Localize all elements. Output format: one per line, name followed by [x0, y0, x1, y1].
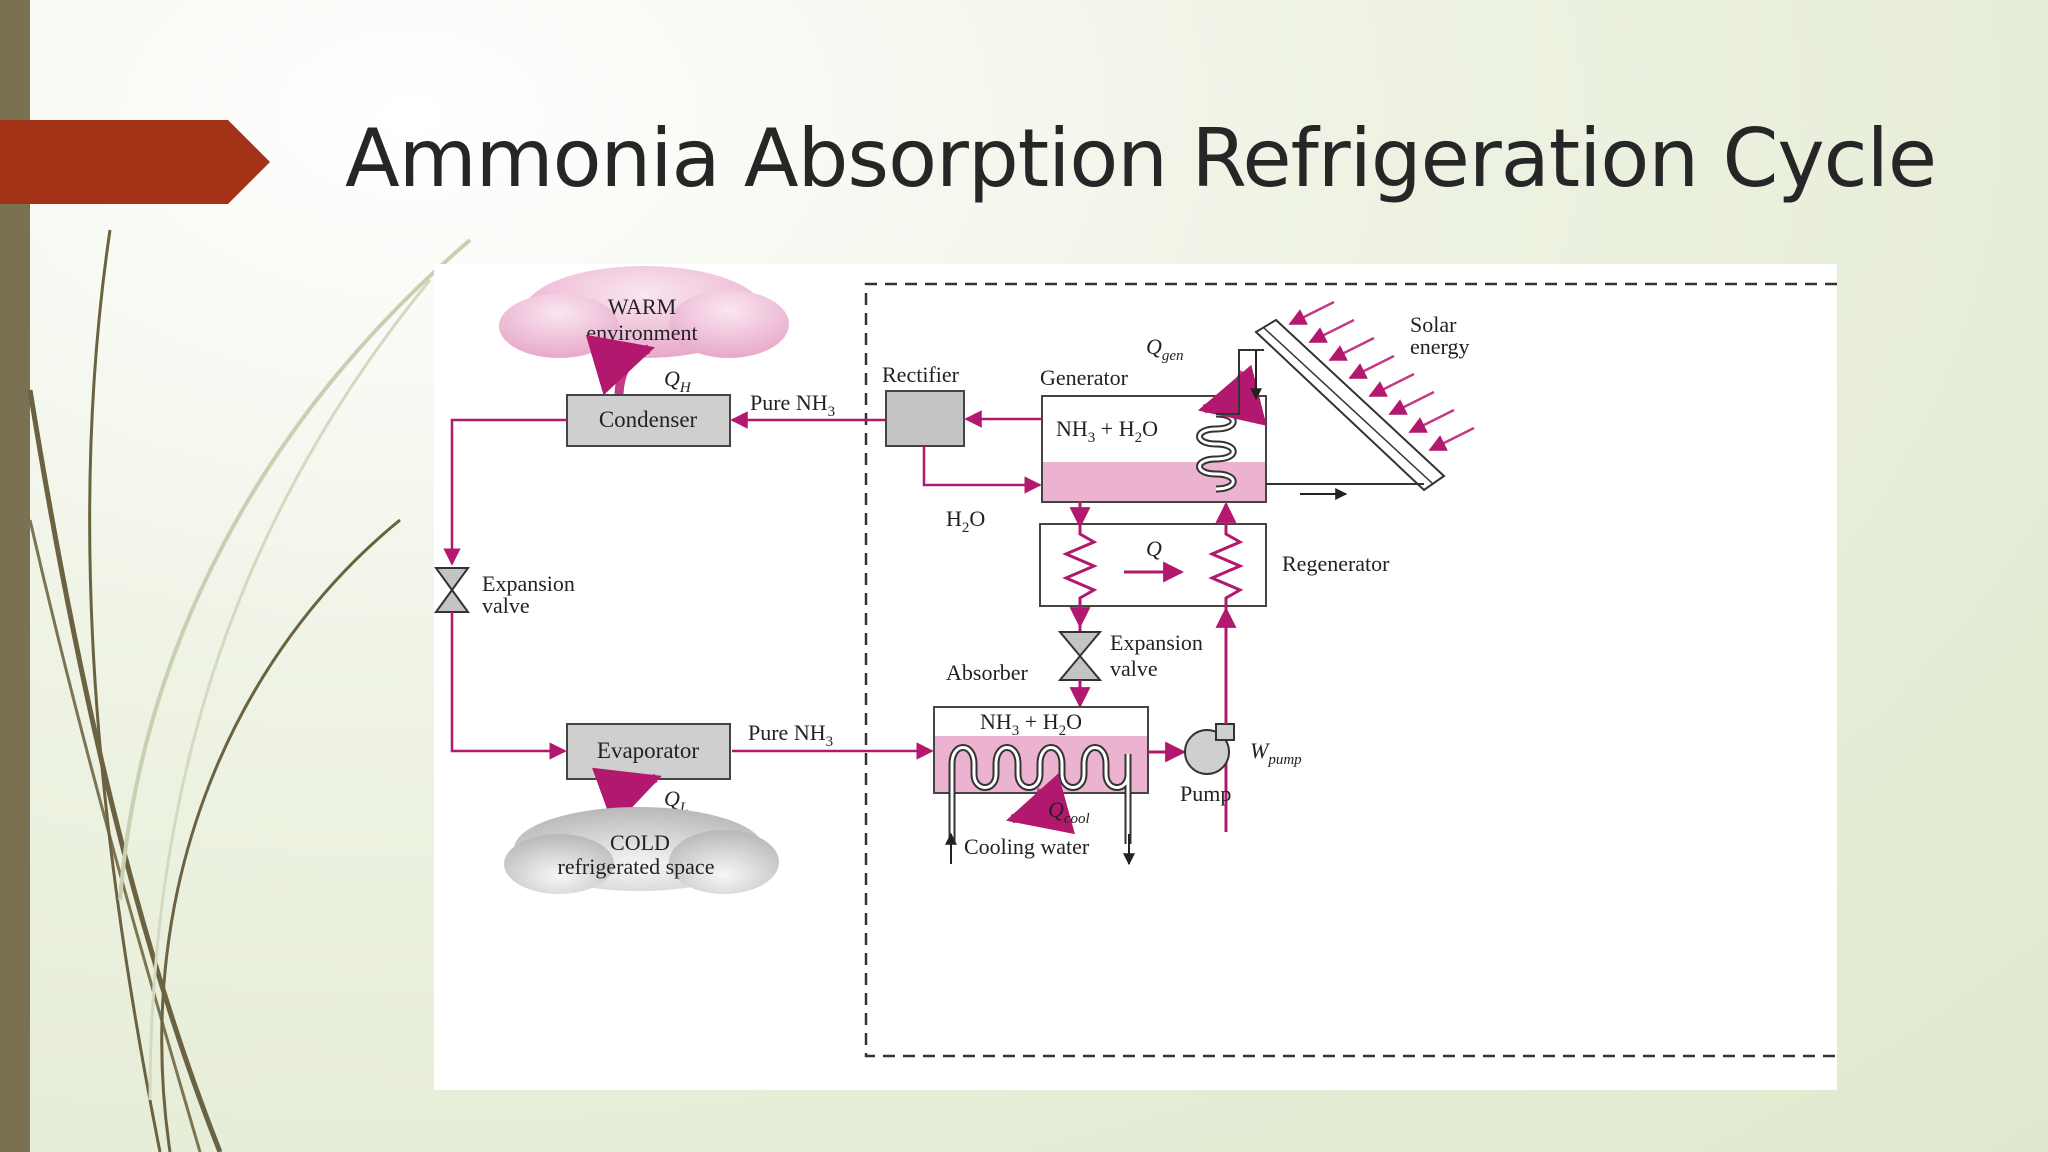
absorption-cycle-diagram: WARM environment QH Condenser Pure NH3 R… — [434, 264, 1837, 1090]
qgen-label: Qgen — [1146, 334, 1184, 364]
absorber-mix-label: NH3 + H2O — [980, 709, 1082, 739]
expansion-valve-right-bottom — [1057, 654, 1103, 681]
pure-nh3-bottom-label: Pure NH3 — [748, 720, 833, 750]
environment-label: environment — [586, 320, 697, 345]
valve-left-label: valve — [482, 593, 530, 618]
regen-cold-coil — [1208, 504, 1244, 832]
expansion-right-label: Expansion — [1110, 630, 1203, 655]
expansion-valve-right-top — [1057, 631, 1103, 658]
cold-space-cloud: COLD refrigerated space — [504, 807, 779, 894]
generator-label: Generator — [1040, 365, 1129, 390]
rectifier-box — [885, 390, 965, 447]
regenerator-label: Regenerator — [1282, 551, 1390, 576]
regen-hot-coil — [1062, 502, 1098, 644]
expansion-valve-left-top — [434, 567, 470, 592]
condenser-to-valve-flow — [443, 418, 567, 566]
solar-rays — [1288, 300, 1475, 452]
cooling-water-label: Cooling water — [964, 834, 1090, 859]
solar-collector-edge — [1263, 327, 1433, 484]
generator-coil-inner — [1198, 412, 1235, 491]
slide-title: Ammonia Absorption Refrigeration Cycle — [345, 112, 1937, 205]
qh-arrow — [585, 334, 656, 396]
evaporator-label: Evaporator — [597, 738, 700, 763]
warm-environment-cloud: WARM environment — [499, 266, 789, 358]
generator-solution — [1043, 462, 1265, 501]
solar-label: Solar — [1410, 312, 1457, 337]
solar-collector — [1254, 318, 1446, 492]
qgen-arrow — [1197, 364, 1267, 426]
ql-label: QL — [664, 786, 688, 816]
valve-right-label: valve — [1110, 656, 1158, 681]
cold-label: COLD — [610, 830, 670, 855]
condenser-label: Condenser — [599, 407, 698, 432]
generator-mix-label: NH3 + H2O — [1056, 416, 1158, 446]
refrigerated-space-label: refrigerated space — [558, 854, 715, 879]
absorber-label: Absorber — [946, 660, 1029, 685]
warm-label: WARM — [608, 294, 676, 319]
pure-nh3-top-label: Pure NH3 — [750, 390, 835, 420]
qcool-arrow — [1005, 773, 1076, 835]
pump-outlet — [1215, 723, 1235, 741]
regen-q-label: Q — [1146, 536, 1162, 561]
title-arrow-tab — [0, 120, 270, 204]
h2o-return-flow — [922, 446, 1042, 494]
rectifier-label: Rectifier — [882, 362, 960, 387]
regenerator-box — [1039, 523, 1267, 607]
solar-pipe-top — [1216, 349, 1264, 415]
expansion-left-label: Expansion — [482, 571, 575, 596]
pump-label: Pump — [1180, 781, 1231, 806]
qcool-label: Qcool — [1048, 797, 1090, 827]
qh-label: QH — [664, 366, 692, 396]
wpump-label: Wpump — [1250, 738, 1302, 768]
h2o-label: H2O — [946, 506, 985, 536]
expansion-valve-left-bottom — [434, 588, 470, 613]
energy-label: energy — [1410, 334, 1469, 359]
system-boundary — [864, 282, 1837, 1058]
valve-to-evaporator-flow — [450, 612, 567, 760]
absorber-cooling-coil-inner — [950, 746, 1130, 844]
